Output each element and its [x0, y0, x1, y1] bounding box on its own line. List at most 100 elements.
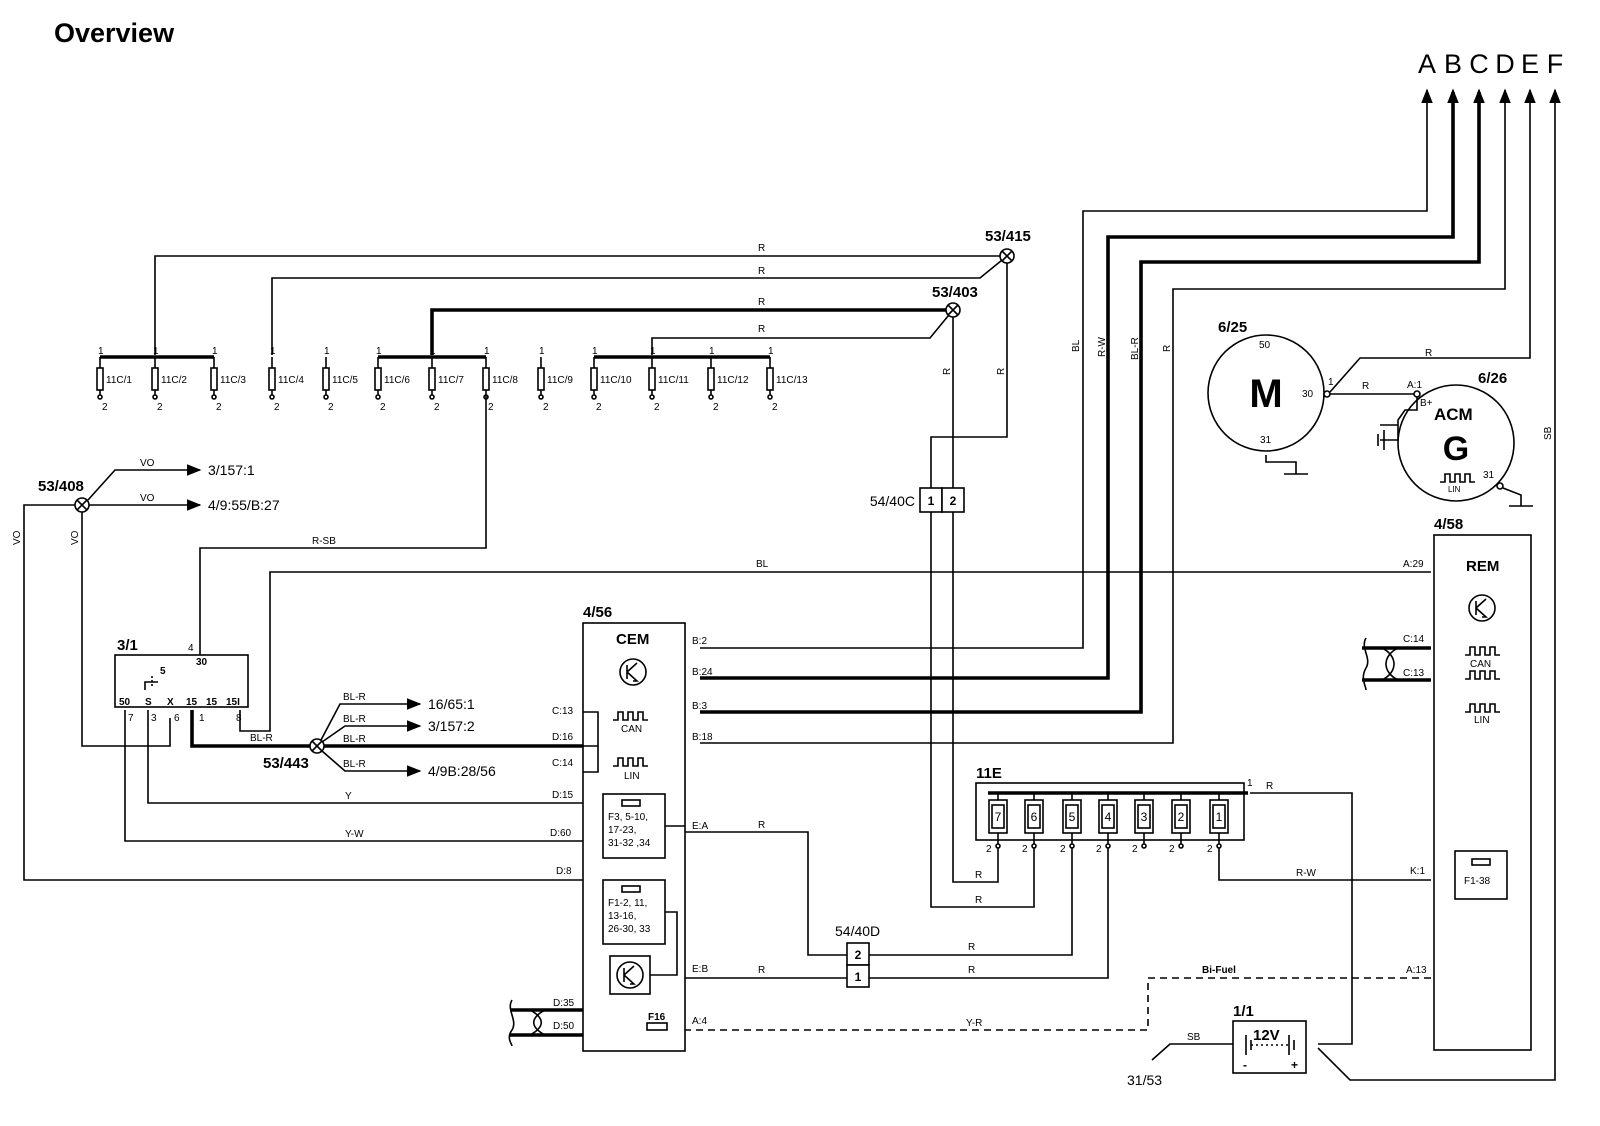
c3-1-term-x: X [167, 697, 174, 708]
wire-r-to-d [700, 88, 1511, 744]
cem-pin-b24: B:24 [692, 667, 713, 678]
terminal-a-label: A [1418, 49, 1436, 79]
c3-1-pin-1: 1 [199, 713, 205, 724]
page-title: Overview [54, 18, 175, 48]
wire-blr-to-c [700, 92, 1481, 714]
fuse-11c-pin-top: 1 [98, 346, 104, 357]
fuse-11e-number: 3 [1141, 810, 1148, 824]
fuse-11c-pin-bottom: 2 [102, 402, 108, 413]
wire-label-yr: Y-R [966, 1018, 982, 1029]
fuse-11c-pin-bottom: 2 [543, 402, 549, 413]
fuse-11e-pin-2: 2 [1132, 844, 1138, 855]
alternator-lin: LIN [1448, 485, 1461, 494]
wire-label-ea: R [758, 820, 765, 831]
dest-16-65-1: 16/65:1 [428, 696, 475, 712]
wire-r-415-a [154, 255, 1007, 355]
c3-1-term-15i: 15I [226, 697, 240, 708]
wire-bl-rem [239, 571, 1431, 732]
c3-1-label: 3/1 [117, 637, 138, 654]
wire-label-40d1: R [968, 965, 975, 976]
wire-40d-1 [869, 848, 1109, 979]
fuse-11c-pin-bottom: 2 [216, 402, 222, 413]
c3-1-term-s: S [145, 697, 152, 708]
motor-pin-31: 31 [1260, 435, 1272, 446]
fuse-11c-label: 11C/10 [600, 375, 632, 386]
wire-label-blr4: BL-R [343, 734, 366, 745]
ground-31-53: 31/53 [1127, 1072, 1162, 1088]
fuse-11c-label: 11C/13 [776, 375, 808, 386]
cem-pin-b2: B:2 [692, 636, 707, 647]
rem-pin-c13: C:13 [1403, 668, 1425, 679]
fuse-11c-label: 11C/8 [492, 375, 518, 386]
wire-label-bl-rem: BL [756, 559, 769, 570]
cem-fuses-b-3: 26-30, 33 [608, 924, 651, 935]
cem-fuses-b-2: 13-16, [608, 911, 636, 922]
wire-r-403-b [651, 309, 954, 355]
cem-name: CEM [616, 631, 649, 648]
cem-pin-c13: C:13 [552, 706, 574, 717]
fuse-11e-6: 62 [1022, 793, 1044, 855]
can-bus-cem [508, 999, 583, 1047]
fuse-11c-pin-bottom: 2 [772, 402, 778, 413]
terminal-c-label: C [1469, 49, 1489, 79]
fuse-11e-pin-2: 2 [1169, 844, 1175, 855]
cem-pin-b18: B:18 [692, 732, 713, 743]
wire-label-yw: Y-W [345, 829, 364, 840]
fuse-11c-pin-bottom: 2 [274, 402, 280, 413]
wire-label-11e-r: R [1266, 781, 1273, 792]
wire-label-vo3: VO [70, 530, 81, 545]
cem-fuses-a-3: 31-32 ,34 [608, 838, 651, 849]
wire-label-r7: R [975, 870, 982, 881]
fuse-11c-label: 11C/2 [161, 375, 187, 386]
fuse-11c-label: 11C/11 [658, 375, 689, 386]
battery-voltage: 12V [1253, 1027, 1280, 1044]
fuse-11c-pin-top: 1 [484, 346, 490, 357]
terminal-wires [700, 88, 1561, 1081]
alternator-name: ACM [1434, 405, 1473, 424]
wire-label-blr: BL-R [1130, 337, 1141, 360]
fuse-11c-pin-bottom: 2 [157, 402, 163, 413]
fuse-11c-label: 11C/4 [278, 375, 304, 386]
fuse-11c-pin-top: 1 [592, 346, 598, 357]
rem-pin-a29: A:29 [1403, 559, 1424, 570]
alternator-pin-bplus: B+ [1420, 398, 1433, 409]
fuse-11c-pin-bottom: 2 [654, 402, 660, 413]
rem-lin: LIN [1474, 715, 1490, 726]
wire-11e-1 [1250, 792, 1353, 1045]
c54-40d-pin-1: 1 [855, 970, 862, 984]
fuse-11c-pin-top: 1 [324, 346, 330, 357]
fuse-11c-label: 11C/12 [717, 375, 749, 386]
wire-label-r5: R [942, 368, 953, 375]
fuse-11e-pin-2: 2 [1207, 844, 1213, 855]
c11e-label: 11E [976, 765, 1002, 782]
c3-1-pin-30: 30 [196, 657, 208, 668]
rem-pin-k1: K:1 [1410, 866, 1425, 877]
fuse-11c-pin-top: 1 [539, 346, 545, 357]
wire-ea [685, 831, 847, 956]
fuse-11c-label: 11C/7 [438, 375, 464, 386]
wire-bl-to-a [700, 88, 1433, 649]
fuse-11e-4: 42 [1096, 793, 1118, 855]
splice-53-443: 53/443 [190, 698, 583, 777]
fuse-11c-label: 11C/6 [384, 375, 410, 386]
wire-sb-ground [1151, 1043, 1233, 1061]
fuse-11e-number: 4 [1105, 810, 1112, 824]
wire-label-sb-gnd: SB [1187, 1032, 1201, 1043]
wire-label-r4: R [758, 324, 765, 335]
wire-bifuel-yr [685, 977, 1431, 1031]
wire-40d-2 [869, 848, 1073, 956]
splice-53-403: 53/403 [430, 284, 978, 355]
motor-ref: 6/25 [1218, 319, 1247, 336]
dest-4-9-55-b27: 4/9:55/B:27 [208, 497, 280, 513]
cem-f16: F16 [648, 1012, 666, 1023]
terminal-e-label: E [1521, 49, 1539, 79]
fuse-11c-pin-bottom: 2 [713, 402, 719, 413]
